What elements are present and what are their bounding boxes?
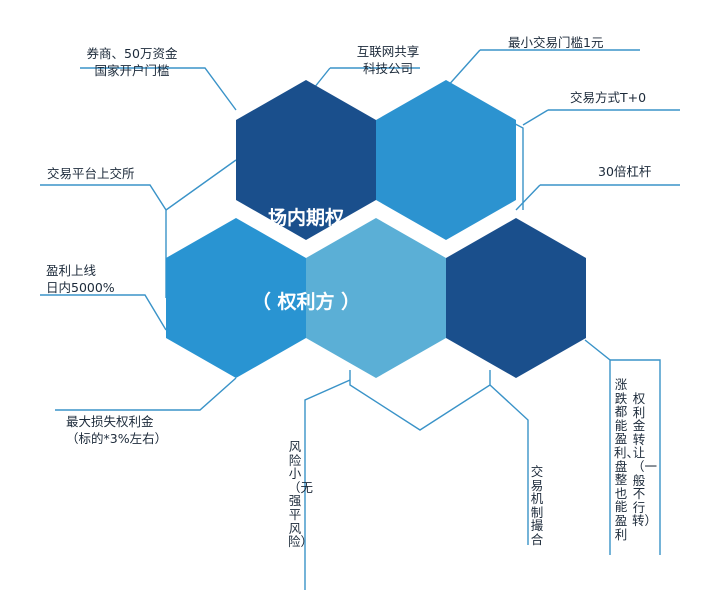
label-low-risk: 风险小（无强平风险） [288, 439, 314, 550]
connector-profit-cap [40, 294, 167, 331]
connector-max-loss [55, 377, 237, 411]
center-title-line2: （ 权利方 ） [251, 291, 361, 313]
label-internet: 互联网共享 科技公司 [356, 44, 420, 76]
label-min-trade: 最小交易门槛1元 [508, 35, 604, 50]
connector-leverage-diag [515, 184, 541, 211]
hex-right-bright [376, 80, 516, 240]
connector-trade-mode-diag [522, 109, 549, 126]
label-profit-cap: 盈利上线 日内5000% [46, 263, 115, 295]
hexagon-group [166, 80, 586, 378]
connector-platform [40, 184, 167, 298]
hex-right-dark [446, 218, 586, 378]
label-transfer: 权利金转让（一般不行转） [632, 391, 658, 529]
center-title-line1: 场内期权 [267, 207, 344, 229]
hex-left [166, 218, 306, 378]
label-platform: 交易平台上交所 [47, 166, 135, 181]
label-profit-both: 涨跌都能盈利、盘整也能盈利 [614, 377, 640, 542]
connector-broker [80, 67, 237, 111]
connector-platform-diag [165, 159, 237, 211]
label-broker: 券商、50万资金 国家开户门槛 [86, 46, 178, 78]
connector-low-risk [304, 379, 351, 590]
hex-center-light [306, 218, 446, 378]
label-max-loss: 最大损失权利金 （标的*3%左右） [66, 414, 168, 446]
connector-right-bottom [584, 339, 611, 555]
connector-matching [489, 384, 529, 545]
label-leverage: 30倍杠杆 [598, 164, 652, 179]
hex-top-center [236, 80, 376, 240]
label-trade-mode: 交易方式T+0 [570, 90, 647, 105]
connector-min-trade-diag [445, 49, 481, 89]
label-matching: 交易机制撮合 [530, 464, 544, 547]
connector-right-bottom-2 [610, 359, 661, 555]
center-hex-title: 场内期权 （ 权利方 ） [236, 148, 376, 344]
connector-center-bottom [349, 370, 491, 431]
